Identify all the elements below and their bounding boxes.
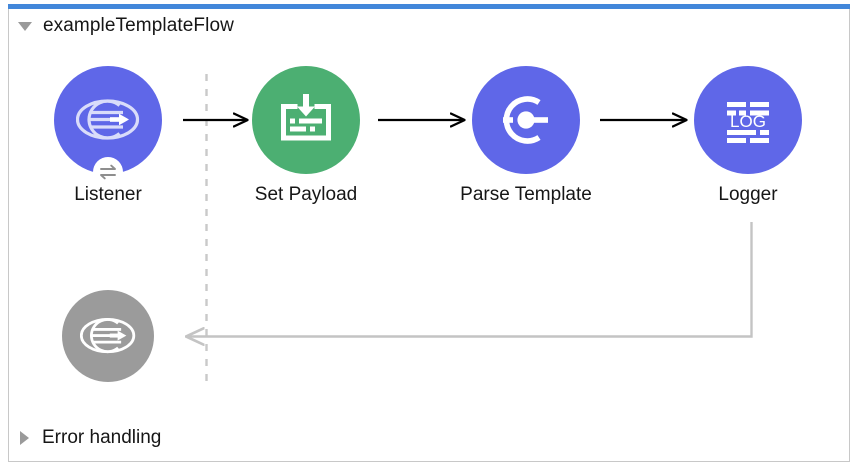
node-logger-label: Logger: [718, 184, 778, 205]
log-lines-icon: LOG: [727, 102, 769, 143]
error-handling-header[interactable]: Error handling: [20, 425, 161, 451]
log-icon-text: LOG: [730, 112, 766, 131]
node-set-payload-label: Set Payload: [254, 184, 358, 205]
set-payload-icon: [281, 94, 331, 141]
node-parse-template-label: Parse Template: [460, 184, 592, 205]
triangle-down-icon[interactable]: [18, 21, 32, 31]
parse-template-icon: [503, 96, 548, 144]
node-listener[interactable]: Listener: [54, 66, 162, 206]
flow-accent-bar: [8, 4, 850, 9]
node-error-listener-circle[interactable]: [62, 290, 154, 382]
listener-exchange-badge: [93, 157, 123, 187]
flow-header[interactable]: exampleTemplateFlow: [18, 13, 234, 39]
globe-arrow-icon: [76, 99, 140, 140]
node-listener-circle[interactable]: [54, 66, 162, 187]
exchange-arrows-icon: [100, 164, 116, 180]
node-listener-label: Listener: [74, 184, 142, 205]
flow-title: exampleTemplateFlow: [43, 15, 234, 36]
error-handling-title: Error handling: [42, 427, 162, 448]
node-parse-template[interactable]: Parse Template: [460, 66, 592, 206]
globe-arrow-icon: [80, 317, 136, 354]
node-logger-circle[interactable]: LOG: [694, 66, 802, 174]
node-parse-template-circle[interactable]: [472, 66, 580, 174]
node-error-listener[interactable]: [62, 290, 154, 392]
triangle-right-icon[interactable]: [20, 431, 29, 445]
node-logger[interactable]: LOG Logger: [694, 66, 802, 206]
node-set-payload-circle[interactable]: [252, 66, 360, 174]
node-set-payload[interactable]: Set Payload: [252, 66, 360, 206]
